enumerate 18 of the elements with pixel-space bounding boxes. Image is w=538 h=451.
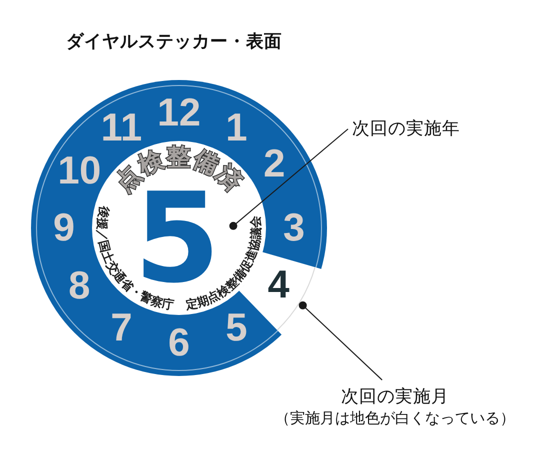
leader-line: [229, 128, 348, 230]
month-number: 9: [53, 208, 75, 248]
month-number: 8: [68, 266, 90, 305]
month-number: 7: [110, 308, 132, 348]
callout-note: （実施月は地色が白くなっている）: [275, 408, 515, 428]
month-number: 5: [226, 308, 248, 348]
month-number: 12: [157, 94, 201, 132]
leader-line: [298, 301, 382, 380]
diagram-title: ダイヤルステッカー・表面: [66, 31, 282, 53]
month-number: 1: [226, 108, 248, 148]
month-number: 10: [58, 151, 102, 190]
callout-label: 次回の実施月: [341, 386, 449, 408]
month-number: 4: [268, 266, 290, 305]
month-number: 6: [168, 324, 190, 362]
month-number: 11: [100, 108, 142, 148]
callout-label: 次回の実施年: [348, 118, 460, 140]
month-number: 2: [263, 144, 286, 184]
month-number: 3: [283, 208, 305, 248]
